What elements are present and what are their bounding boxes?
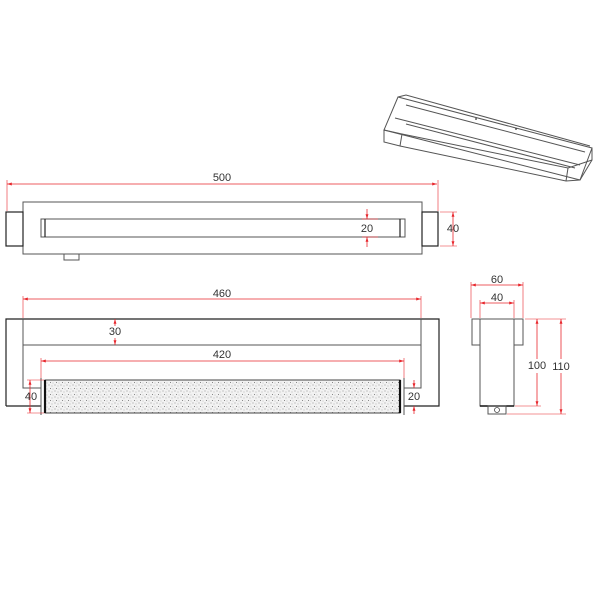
dim-20-slot: 20 xyxy=(361,223,373,235)
dim-60: 60 xyxy=(491,274,503,286)
dim-40-left: 40 xyxy=(25,391,37,403)
dim-40-side: 40 xyxy=(491,292,503,304)
dim-110: 110 xyxy=(552,361,570,373)
dim-100: 100 xyxy=(528,360,546,372)
side-tab xyxy=(487,405,507,415)
dim-500: 500 xyxy=(213,172,231,184)
top-view: 500 20 40 xyxy=(5,172,459,261)
bottom-tab xyxy=(63,253,80,261)
dim-20-right: 20 xyxy=(408,391,420,403)
side-view: 60 40 100 110 xyxy=(470,274,571,415)
dim-30: 30 xyxy=(109,326,121,338)
side-body xyxy=(479,318,515,407)
right-end-cap xyxy=(421,211,439,247)
dim-40-end: 40 xyxy=(447,223,459,235)
left-end-cap xyxy=(5,211,24,247)
screw-icon xyxy=(494,407,500,413)
dim-420: 420 xyxy=(213,349,231,361)
glass-panel xyxy=(44,379,401,414)
dim-460: 460 xyxy=(213,288,231,300)
isometric-view xyxy=(383,94,593,182)
front-view: 460 30 420 40 20 xyxy=(5,288,440,415)
slot xyxy=(40,218,406,238)
